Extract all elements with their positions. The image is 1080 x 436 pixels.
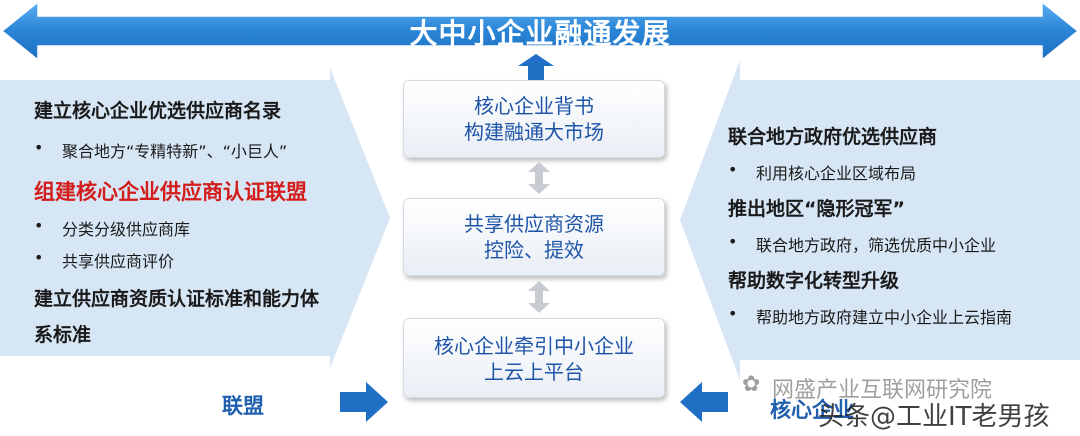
center-box-cloud-platform: 核心企业牵引中小企业 上云上平台 xyxy=(403,318,665,398)
bullet-dot: • xyxy=(34,216,44,235)
center-box-endorsement-line1: 核心企业背书 xyxy=(474,94,594,118)
banner-double-arrow xyxy=(0,0,1080,62)
right-arrow-icon xyxy=(340,382,388,422)
center-box-shared-resources: 共享供应商资源 控险、提效 xyxy=(403,198,665,276)
center-box-shared-resources-line1: 共享供应商资源 xyxy=(464,212,604,236)
center-box-cloud-platform-line2: 上云上平台 xyxy=(484,360,584,384)
left-heading-standards-line2: 系标准 xyxy=(34,324,92,346)
watermark-wechat-icon: ✿ xyxy=(742,372,761,397)
right-bullet-cloud-guide: 帮助地方政府建立中小企业上云指南 xyxy=(756,308,1013,327)
center-box-endorsement-line2: 构建融通大市场 xyxy=(464,120,604,144)
bullet-dot: • xyxy=(34,248,44,267)
up-down-arrow-icon xyxy=(528,281,550,313)
right-heading-preferred-suppliers: 联合地方政府优选供应商 xyxy=(728,126,938,148)
left-bullet-specialized: 聚合地方“专精特新”、“小巨人” xyxy=(62,142,288,161)
center-box-shared-resources-line2: 控险、提效 xyxy=(484,238,584,262)
bullet-dot: • xyxy=(728,304,738,323)
up-down-arrow-icon xyxy=(528,162,550,194)
left-heading-standards-line1: 建立供应商资质认证标准和能力体 xyxy=(34,288,320,310)
right-panel-background xyxy=(680,60,1080,380)
bullet-dot: • xyxy=(728,160,738,179)
right-bullet-screen-smes: 联合地方政府，筛选优质中小企业 xyxy=(756,236,997,255)
center-box-cloud-platform-line1: 核心企业牵引中小企业 xyxy=(434,334,634,358)
label-core-enterprise: 核心企业 xyxy=(770,398,854,422)
left-bullet-supplier-evaluation: 共享供应商评价 xyxy=(62,252,175,271)
right-bullet-regional-layout: 利用核心企业区域布局 xyxy=(756,164,917,183)
left-bullet-supplier-library: 分类分级供应商库 xyxy=(62,220,191,239)
bullet-dot: • xyxy=(728,232,738,251)
right-heading-digital-transformation: 帮助数字化转型升级 xyxy=(728,270,900,292)
left-arrow-icon xyxy=(680,382,728,422)
up-arrow-icon xyxy=(518,54,554,80)
left-heading-certification-alliance: 组建核心企业供应商认证联盟 xyxy=(34,180,307,204)
right-heading-hidden-champions: 推出地区“隐形冠军” xyxy=(728,198,905,220)
label-alliance: 联盟 xyxy=(222,394,264,418)
left-panel-background xyxy=(0,68,390,368)
banner-title: 大中小企业融通发展 xyxy=(409,17,671,50)
left-heading-supplier-list: 建立核心企业优选供应商名录 xyxy=(34,100,282,122)
watermark-toutiao-author: 头条@工业IT老男孩 xyxy=(818,402,1050,432)
center-box-endorsement: 核心企业背书 构建融通大市场 xyxy=(403,80,665,158)
bullet-dot: • xyxy=(34,138,44,157)
watermark-research-institute: 网盛产业互联网研究院 xyxy=(772,378,993,403)
